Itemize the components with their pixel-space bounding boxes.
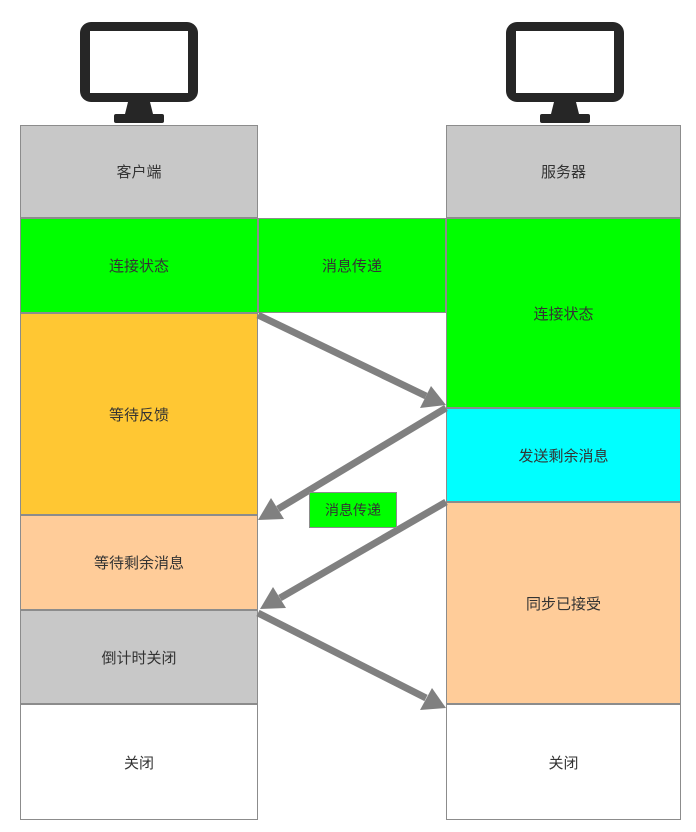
server-monitor-icon (506, 22, 624, 124)
client-state-waiting-feedback: 等待反馈 (20, 313, 258, 515)
server-state-connected-label: 连接状态 (533, 304, 594, 323)
client-state-connected: 连接状态 (20, 218, 258, 313)
client-state-closed-label: 关闭 (123, 753, 154, 772)
server-state-connected: 连接状态 (446, 218, 681, 408)
arrow-client-to-server-2 (256, 609, 446, 710)
server-state-closed-label: 关闭 (548, 753, 579, 772)
client-state-countdown-close: 倒计时关闭 (20, 610, 258, 704)
client-header-label: 客户端 (116, 163, 162, 181)
server-header-label: 服务器 (540, 163, 586, 181)
client-state-closed: 关闭 (20, 704, 258, 820)
client-header: 客户端 (20, 125, 258, 218)
message-transfer-tag: 消息传递 (309, 492, 397, 528)
client-state-countdown-close-label: 倒计时关闭 (101, 648, 177, 667)
server-state-sync-accepted-label: 同步已接受 (525, 594, 601, 613)
message-transfer-tag-label: 消息传递 (325, 503, 381, 519)
client-monitor-icon (80, 22, 198, 124)
client-state-waiting-remaining-label: 等待剩余消息 (93, 554, 184, 572)
client-state-connected-label: 连接状态 (108, 257, 169, 275)
server-state-send-remaining-label: 发送剩余消息 (518, 446, 609, 465)
message-transfer-label: 消息传递 (321, 257, 382, 275)
server-header: 服务器 (446, 125, 681, 218)
arrow-client-to-server-1 (256, 311, 446, 408)
server-state-closed: 关闭 (446, 704, 681, 820)
server-state-send-remaining: 发送剩余消息 (446, 408, 681, 502)
message-transfer-box: 消息传递 (258, 218, 446, 313)
client-state-waiting-remaining: 等待剩余消息 (20, 515, 258, 610)
client-state-waiting-feedback-label: 等待反馈 (108, 405, 169, 424)
server-state-sync-accepted: 同步已接受 (446, 502, 681, 704)
